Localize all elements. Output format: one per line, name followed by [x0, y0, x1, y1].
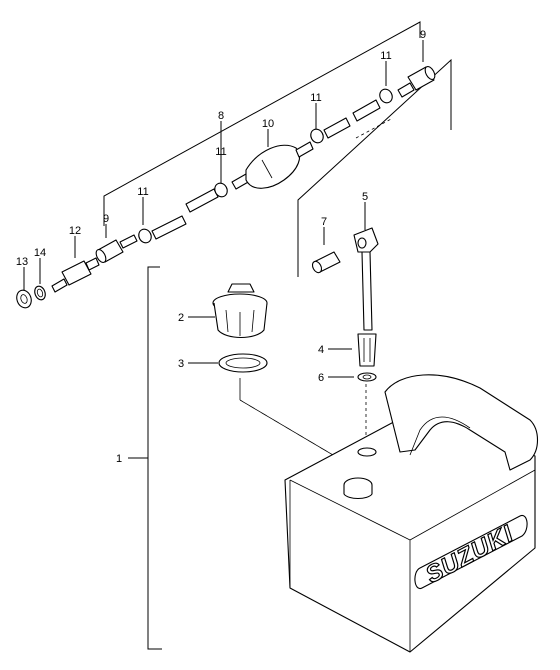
- pickup-tube: [361, 251, 373, 331]
- o-ring: [34, 285, 46, 301]
- nut: [16, 289, 32, 309]
- primer-bulb: [231, 141, 314, 190]
- callout-2: 2: [178, 312, 184, 324]
- callout-9-right: 9: [420, 29, 426, 41]
- tank-assembly-bracket: [147, 266, 162, 650]
- callout-11: 11: [215, 146, 226, 158]
- callout-4: 4: [318, 344, 324, 356]
- callout-10: 10: [262, 118, 274, 130]
- pickup-port: [357, 447, 377, 457]
- tank-fitting: [51, 257, 100, 293]
- cap-gasket: [218, 353, 268, 373]
- callout-6: 6: [318, 372, 324, 384]
- hose-segment: [151, 215, 187, 240]
- fuel-line-chain: [16, 65, 436, 309]
- callout-1: 1: [116, 453, 122, 465]
- connector-engine-side: [397, 65, 436, 98]
- pickup-gasket: [357, 372, 377, 382]
- fuel-filter: [357, 333, 377, 367]
- hose-segment: [352, 99, 381, 122]
- elbow-fitting: [353, 227, 379, 253]
- callout-12: 12: [69, 225, 81, 237]
- fuel-line-group-bracket: [103, 21, 421, 226]
- hose-clamp: [310, 128, 324, 144]
- hose-clamp: [138, 228, 152, 244]
- fuel-cap: [212, 283, 268, 339]
- callout-11: 11: [310, 92, 321, 104]
- hose-clamp: [214, 182, 228, 198]
- hose-segment: [185, 188, 219, 213]
- pickup-group-bracket: [297, 58, 452, 277]
- callout-11: 11: [380, 50, 391, 62]
- fuel-pickup-assembly: [311, 227, 379, 382]
- hose-segment: [323, 117, 351, 139]
- callout-14: 14: [34, 247, 46, 259]
- logo-panel: [414, 514, 528, 590]
- callout-9-left: 9: [103, 213, 109, 225]
- callout-13: 13: [16, 256, 28, 268]
- callout-3: 3: [178, 358, 184, 370]
- connector-tank-side: [95, 234, 138, 264]
- callout-7: 7: [321, 216, 327, 228]
- callout-11: 11: [137, 186, 148, 198]
- callout-8: 8: [218, 110, 224, 122]
- callout-5: 5: [362, 191, 368, 203]
- hose-clamp: [379, 88, 393, 104]
- fuel-tank: SUZUKI: [284, 374, 539, 653]
